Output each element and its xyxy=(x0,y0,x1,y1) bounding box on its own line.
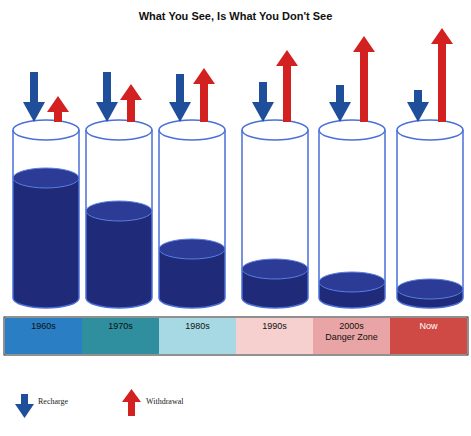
timeline-band: Now xyxy=(390,318,467,354)
timeline-band: 1990s xyxy=(236,318,313,354)
cylinder-top xyxy=(319,120,385,140)
water-surface xyxy=(397,279,463,299)
cylinder-top xyxy=(397,120,463,140)
legend-label: Withdrawal xyxy=(146,397,183,406)
cylinder-top xyxy=(13,120,79,140)
withdrawal-arrowhead xyxy=(120,84,142,100)
period-label: Danger Zone xyxy=(325,332,378,343)
cylinder-top xyxy=(242,120,308,140)
recharge-arrowhead xyxy=(252,102,274,122)
aquifer-cylinders xyxy=(13,28,463,308)
aquifer-cylinder xyxy=(242,50,308,308)
withdrawal-arrowhead xyxy=(431,28,453,44)
withdrawal-arrow xyxy=(360,50,368,122)
cylinder-top xyxy=(159,120,225,140)
cylinder-outline xyxy=(242,130,308,308)
recharge-arrow xyxy=(15,394,34,418)
recharge-arrowhead xyxy=(96,102,118,122)
cylinder-outline xyxy=(159,130,225,308)
recharge-arrow xyxy=(176,74,184,104)
recharge-arrowhead xyxy=(329,102,351,122)
withdrawal-arrowhead xyxy=(353,36,375,52)
recharge-arrow xyxy=(103,72,111,104)
water-surface xyxy=(242,259,308,279)
period-label: 1980s xyxy=(185,321,210,332)
aquifer-cylinder xyxy=(86,72,152,308)
timeline-band: 1970s xyxy=(82,318,159,354)
withdrawal-arrowhead xyxy=(193,68,215,84)
water xyxy=(86,211,152,308)
withdrawal-arrow xyxy=(200,82,208,122)
cylinder-outline xyxy=(13,130,79,308)
withdrawal-arrow xyxy=(127,98,135,122)
timeline-bar xyxy=(4,317,468,355)
withdrawal-arrowhead xyxy=(276,50,298,66)
period-label: 2000s xyxy=(339,321,364,332)
recharge-arrowhead xyxy=(23,102,45,122)
recharge-arrow xyxy=(259,82,267,104)
withdrawal-arrow xyxy=(438,42,446,122)
cylinder-outline xyxy=(86,130,152,308)
withdrawal-arrowhead xyxy=(47,96,69,112)
cylinder-outline xyxy=(397,130,463,308)
recharge-arrowhead xyxy=(169,102,191,122)
legend-arrows xyxy=(15,389,141,418)
recharge-arrowhead xyxy=(407,102,429,122)
period-label: Now xyxy=(419,321,437,332)
period-label: 1990s xyxy=(262,321,287,332)
water xyxy=(13,178,79,308)
recharge-arrow xyxy=(414,90,422,104)
timeline-band: 2000sDanger Zone xyxy=(313,318,390,354)
recharge-arrow xyxy=(336,85,344,104)
cylinder-outline xyxy=(319,130,385,308)
timeline-band: 1960s xyxy=(5,318,82,354)
water-surface xyxy=(86,201,152,221)
recharge-arrow xyxy=(30,72,38,104)
legend-label: Recharge xyxy=(38,397,68,406)
timeline-border xyxy=(4,317,468,355)
period-label: 1960s xyxy=(31,321,56,332)
withdrawal-arrow xyxy=(283,64,291,122)
aquifer-cylinder xyxy=(13,72,79,308)
aquifer-cylinder xyxy=(319,36,385,308)
timeline-band: 1980s xyxy=(159,318,236,354)
cylinder-top xyxy=(86,120,152,140)
period-label: 1970s xyxy=(108,321,133,332)
water-surface xyxy=(319,272,385,292)
aquifer-cylinder xyxy=(397,28,463,308)
water-surface xyxy=(159,239,225,259)
title: What You See, Is What You Don't See xyxy=(139,10,333,22)
aquifer-cylinder xyxy=(159,68,225,308)
withdrawal-arrow xyxy=(122,389,141,416)
water-surface xyxy=(13,168,79,188)
